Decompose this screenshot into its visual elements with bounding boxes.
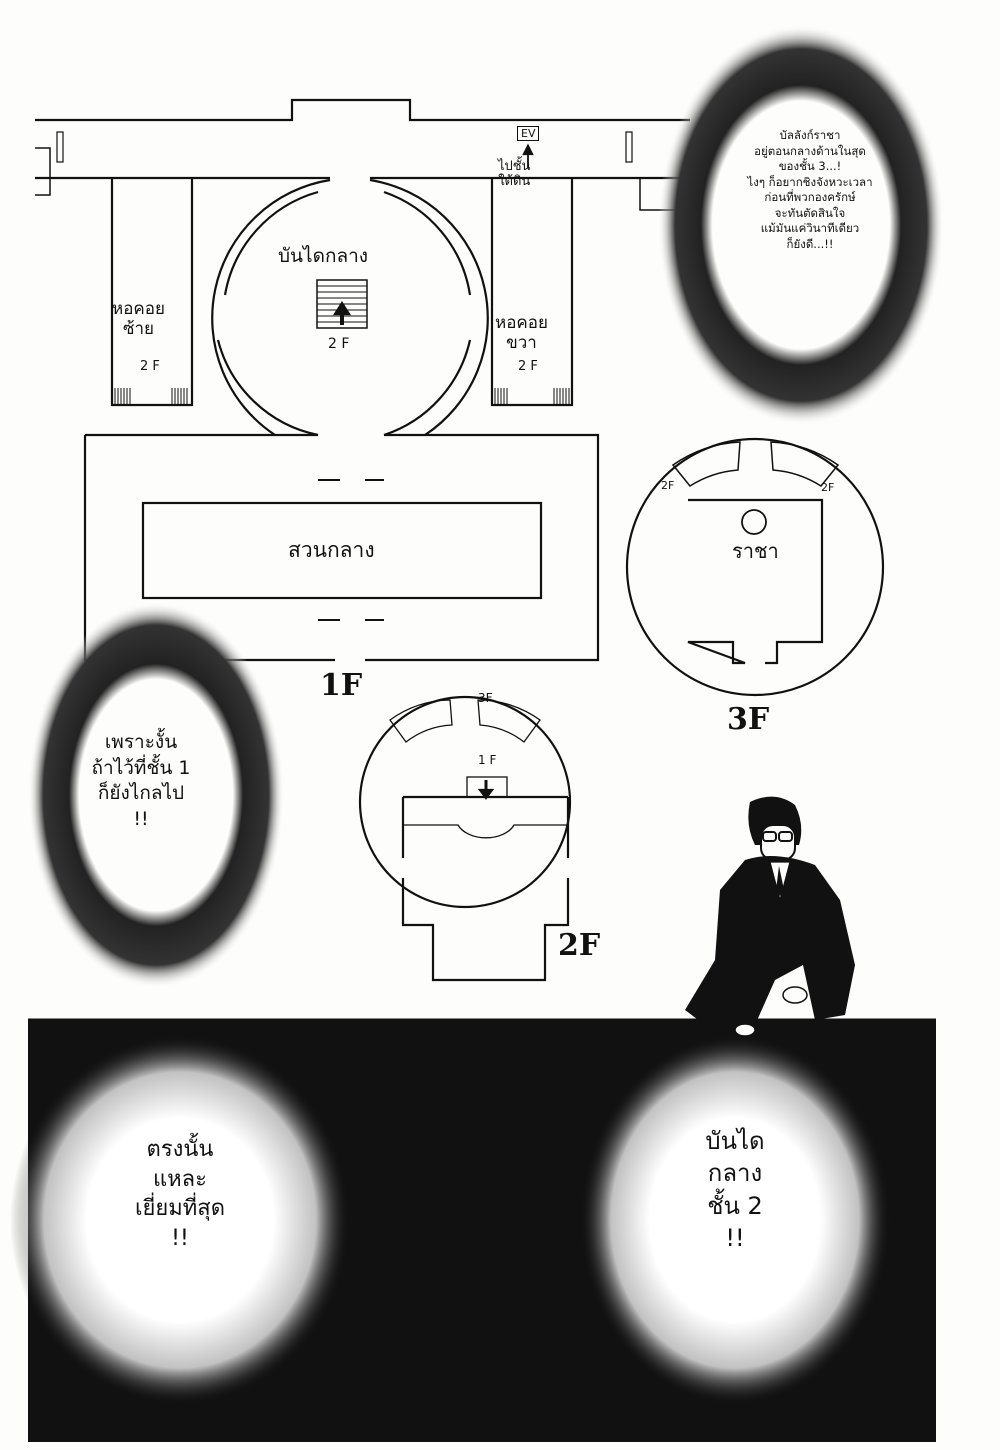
bottom-left-burst bbox=[10, 1035, 350, 1405]
basement-route-label: ไปชั้น ใต้ดิน bbox=[498, 159, 531, 189]
left-tower-label: หอคอย ซ้าย bbox=[112, 299, 165, 339]
floor-3-label: 3F bbox=[727, 702, 770, 737]
elevator-label: EV bbox=[517, 126, 540, 141]
king-label: ราชา bbox=[732, 539, 779, 563]
bottom-right-burst bbox=[580, 1035, 890, 1405]
left-tower-floor-label: 2 F bbox=[140, 359, 160, 374]
top-right-bubble-text: บัลลังก์ราชา อยู่ตอนกลางด้านในสุด ของชั้… bbox=[747, 128, 873, 251]
right-tower-label: หอคอย ขวา bbox=[495, 313, 548, 353]
bottom-right-bubble-text: บันได กลาง ชั้น 2 !! bbox=[705, 1127, 765, 1253]
f2-up-label: 3F bbox=[478, 691, 493, 705]
character-illustration bbox=[685, 796, 855, 1037]
left-mid-bubble-text: เพราะงั้น ถ้าไว้ที่ชั้น 1 ก็ยังไกลไป !! bbox=[91, 731, 191, 830]
floor-1-label: 1F bbox=[320, 668, 363, 703]
central-stair-floor-label: 2 F bbox=[328, 336, 350, 352]
left-mid-bubble bbox=[28, 602, 284, 988]
f3-left-stair-label: 2F bbox=[661, 479, 675, 492]
central-stair-label: บันไดกลาง bbox=[278, 245, 369, 267]
f2-down-label: 1 F bbox=[478, 753, 497, 767]
f3-right-stair-label: 2F bbox=[821, 481, 835, 494]
central-garden-label: สวนกลาง bbox=[288, 538, 375, 562]
top-right-bubble bbox=[658, 25, 944, 425]
right-tower-floor-label: 2 F bbox=[518, 359, 538, 374]
floor-2-label: 2F bbox=[558, 928, 601, 963]
bottom-left-bubble-text: ตรงนั้น แหละ เยี่ยมที่สุด !! bbox=[134, 1137, 226, 1252]
